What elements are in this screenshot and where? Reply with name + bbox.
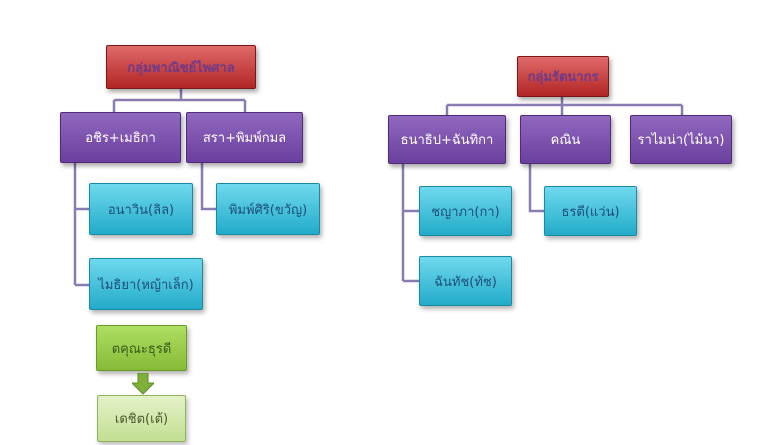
right-branch-3: ราไมน่า(ไม้นา) <box>630 115 732 164</box>
connector-left-branch2-children <box>200 163 216 211</box>
connector-right-branch1-children <box>401 164 419 283</box>
down-arrow-icon <box>132 373 154 395</box>
left-branch-2: สรา+พิมพ์กมล <box>186 112 303 163</box>
left-branch-1: อชิร+เมธิกา <box>60 112 181 163</box>
left-branch-1-child-2: ไมธิยา(หญ้าเล็ก) <box>89 258 203 310</box>
connector-right-root-branches <box>445 97 684 115</box>
connector-right-branch2-children <box>528 164 544 213</box>
left-group-title: กลุ่มพาณิชย์ไพศาล <box>106 45 256 89</box>
right-branch-2: คณิน <box>520 115 611 164</box>
extra-box-top: ตคุณะธุรดี <box>96 325 187 371</box>
connector-left-root-branches <box>112 89 247 112</box>
left-branch-2-child-1: พิมพ์ศิริ(ขวัญ) <box>216 183 320 235</box>
right-branch-1-child-2: ฉันทัช(ทัช) <box>419 256 512 306</box>
extra-box-bottom: เดชิต(เต้) <box>97 395 186 442</box>
right-branch-2-child-1: ธรตี(แว่น) <box>544 186 637 236</box>
right-group-title: กลุ่มรัตนากร <box>517 56 609 97</box>
left-branch-1-child-1: อนาวิน(ลิล) <box>89 183 193 235</box>
right-branch-1: ธนาธิป+ฉันทิกา <box>388 115 506 164</box>
right-branch-1-child-1: ชญาภา(กา) <box>419 186 512 236</box>
connector-left-branch1-children <box>73 163 89 287</box>
